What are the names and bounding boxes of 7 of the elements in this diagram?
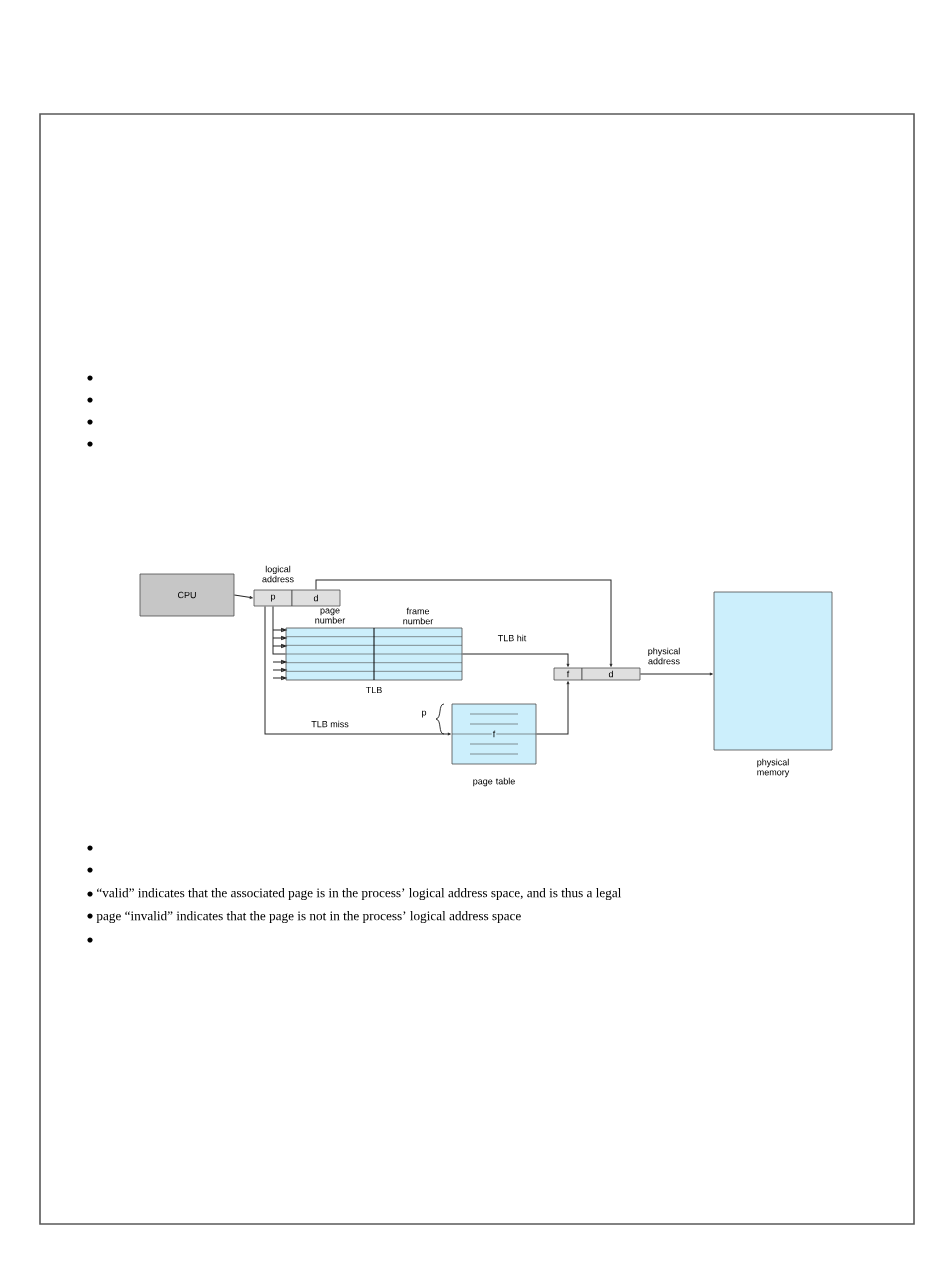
arrow: [461, 653, 570, 667]
arrow: [315, 579, 613, 667]
arrow: [639, 672, 713, 676]
arrow: [272, 605, 287, 681]
arrow: [233, 594, 253, 599]
arrow: [264, 605, 451, 736]
arrow: [535, 681, 570, 735]
